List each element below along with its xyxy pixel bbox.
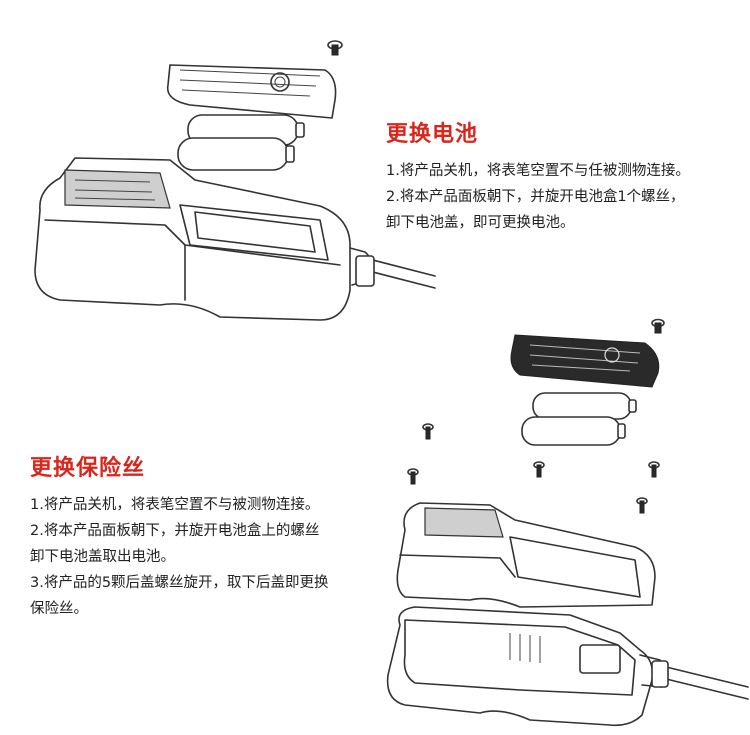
rear-screw-5: [636, 497, 648, 514]
battery-step-2-cont: 卸下电池盖，即可更换电池。: [386, 215, 575, 231]
battery-replacement-section: 更换电池 1.将产品关机，将表笔空置不与任被测物连接。 2.将本产品面板朝下，并…: [386, 116, 690, 236]
battery-step-2: 2.将本产品面板朝下，并旋开电池盒1个螺丝，: [386, 189, 685, 205]
battery-cover: [510, 334, 660, 388]
battery-section-title: 更换电池: [386, 122, 479, 147]
fuse-step-3-cont: 保险丝。: [30, 601, 88, 617]
rear-screw-4: [648, 461, 660, 478]
rear-screw-1: [422, 423, 434, 440]
battery-cover-screw: [651, 318, 665, 334]
fuse-step-3: 3.将产品的5颗后盖螺丝旋开，取下后盖即更换: [30, 575, 329, 591]
tester-body: [34, 157, 373, 321]
battery-step-1: 1.将产品关机，将表笔空置不与任被测物连接。: [386, 163, 690, 179]
rear-screw-3: [533, 461, 545, 478]
rear-screw-2: [407, 468, 419, 485]
battery-cover: [166, 64, 337, 119]
probe-cable: [651, 660, 749, 700]
aa-battery-bottom: [521, 416, 626, 446]
aa-battery-bottom: [177, 137, 295, 171]
fuse-step-1: 1.将产品关机，将表笔空置不与被测物连接。: [30, 497, 320, 513]
fuse-replacement-section: 更换保险丝 1.将产品关机，将表笔空置不与被测物连接。 2.将本产品面板朝下，并…: [30, 450, 329, 622]
probe-cable: [355, 255, 436, 289]
tester-rear-housing: [386, 606, 663, 727]
battery-cover-screw: [327, 40, 343, 56]
fuse-step-2-cont: 卸下电池盖取出电池。: [30, 549, 175, 565]
fuse-replacement-illustration: [386, 318, 749, 727]
rear-cover-screws: [407, 423, 660, 514]
tester-front-frame: [396, 502, 656, 608]
fuse-section-title: 更换保险丝: [30, 456, 146, 481]
battery-replacement-illustration: [34, 40, 436, 321]
aa-battery-top: [532, 392, 637, 420]
fuse-step-2: 2.将本产品面板朝下，并旋开电池盒上的螺丝: [30, 523, 320, 539]
